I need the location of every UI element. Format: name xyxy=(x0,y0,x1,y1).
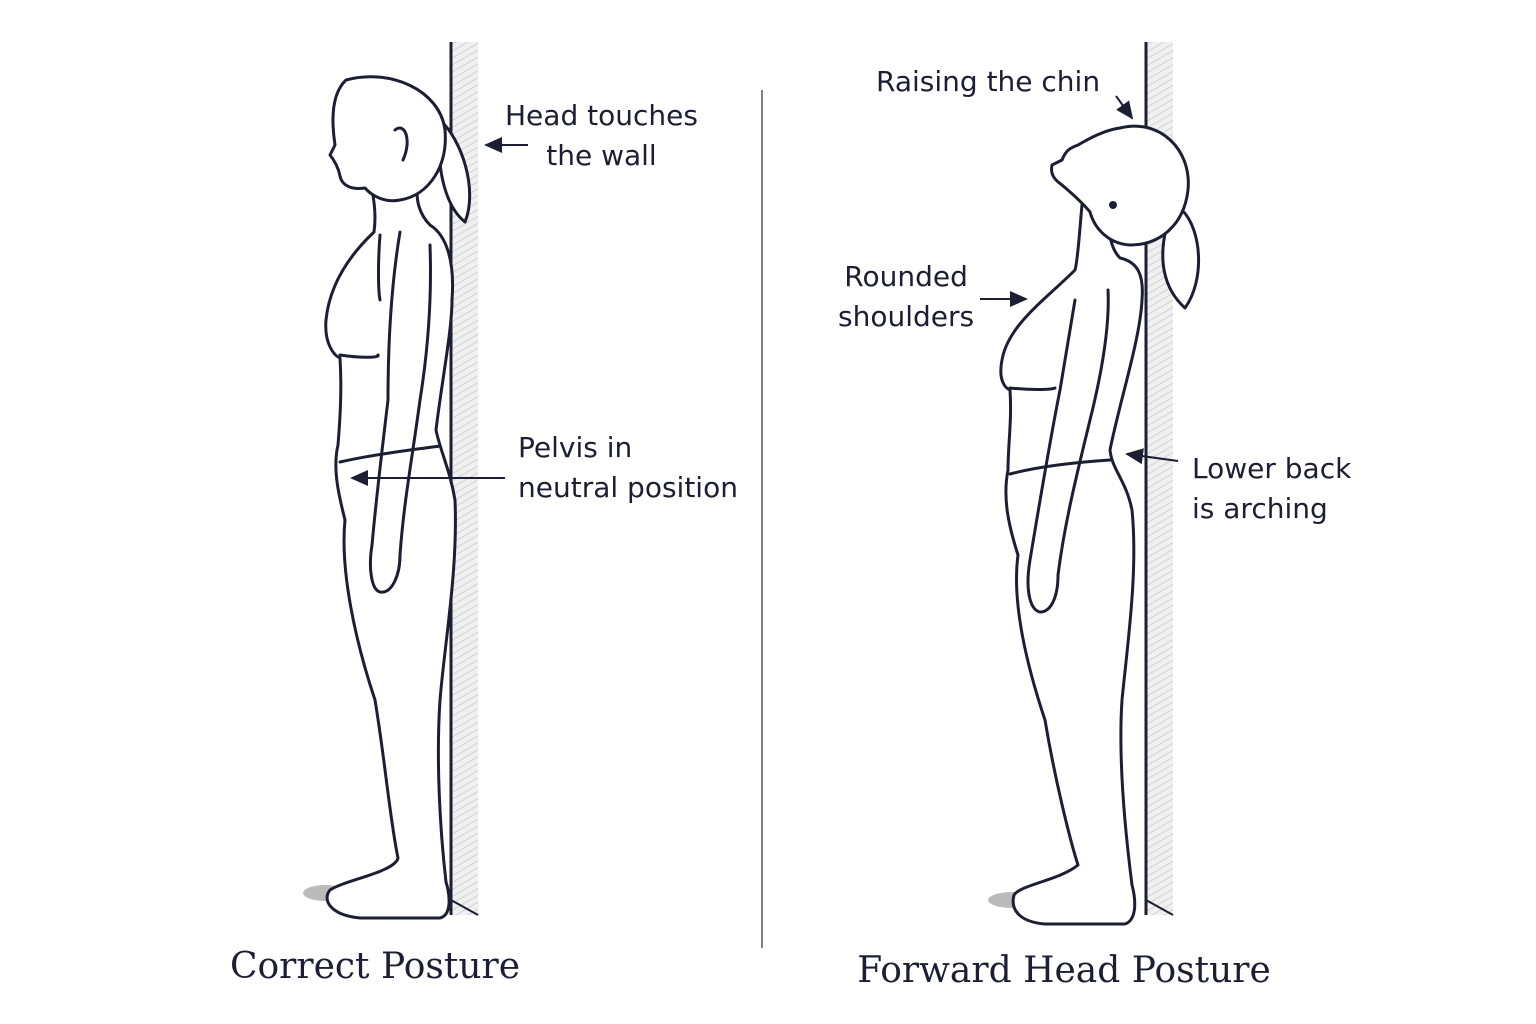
figure-correct-posture xyxy=(303,75,472,920)
title-forward-head-posture: Forward Head Posture xyxy=(857,950,1271,991)
title-correct-posture: Correct Posture xyxy=(229,946,521,987)
label-line: Raising the chin xyxy=(876,65,1101,98)
label-pelvis-neutral: Pelvis in neutral position xyxy=(518,428,738,508)
annotation-arrows xyxy=(350,95,1179,486)
label-line: the wall xyxy=(546,139,657,172)
label-line: Lower back xyxy=(1192,452,1352,485)
label-line: Rounded xyxy=(844,260,968,293)
label-line: neutral position xyxy=(518,471,738,504)
label-line: Pelvis in xyxy=(518,431,633,464)
label-head-touches-wall: Head touches the wall xyxy=(505,96,698,176)
label-line: is arching xyxy=(1192,492,1328,525)
label-lower-back-arching: Lower back is arching xyxy=(1192,449,1351,529)
figure-forward-head-posture xyxy=(988,124,1201,926)
label-raising-chin: Raising the chin xyxy=(876,62,1100,102)
label-line: shoulders xyxy=(838,300,975,333)
label-rounded-shoulders: Rounded shoulders xyxy=(838,257,974,337)
arrow-chin xyxy=(1115,95,1134,120)
arrow-lower-back xyxy=(1125,448,1179,465)
label-line: Head touches xyxy=(505,99,698,132)
